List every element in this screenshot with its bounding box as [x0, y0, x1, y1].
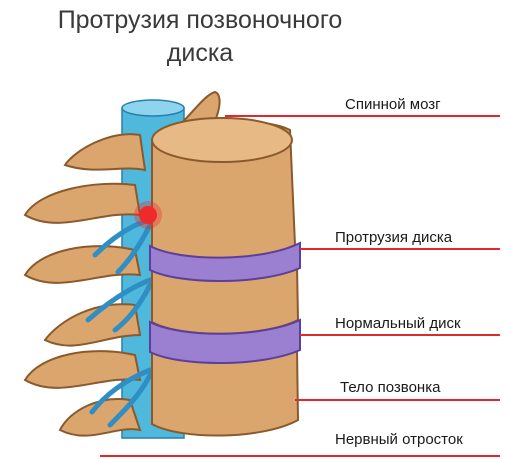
vertebral-body-label: Тело позвонка: [340, 379, 441, 396]
spinal-cord-leader: [225, 115, 500, 117]
normal-disc-label: Нормальный диск: [335, 315, 461, 332]
nerve-root-leader: [100, 455, 500, 457]
disc-protrusion-leader: [300, 248, 500, 250]
title-line-1: Протрузия позвоночного: [57, 6, 343, 34]
disc-protrusion: [134, 201, 162, 229]
vertebral-body-leader: [295, 399, 500, 401]
normal-disc-leader: [300, 334, 500, 336]
title-line-2: диска: [166, 39, 234, 67]
nerve-root-label: Нервный отросток: [335, 431, 463, 448]
disc-protrusion-label: Протрузия диска: [335, 229, 453, 246]
diagram-title: Протрузия позвоночного диска: [0, 4, 400, 70]
spinal-cord-label: Спинной мозг: [345, 96, 441, 113]
intervertebral-discs: [149, 241, 301, 364]
